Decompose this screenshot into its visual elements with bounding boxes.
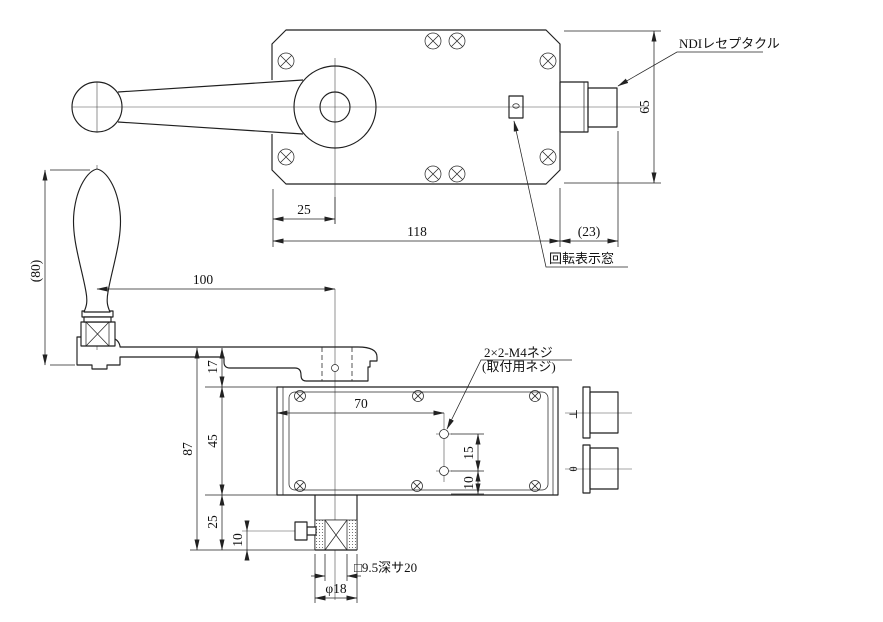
square-hole-label: □9.5深サ20 [354, 560, 417, 575]
top-view: NDIレセプタクル 回転表示窓 25 118 (23) [71, 29, 780, 268]
clamp-screw [242, 521, 317, 541]
shaft-diameter-label: φ18 [325, 581, 347, 596]
arm-screw-hole [331, 364, 339, 372]
rotation-window-label: 回転表示窓 [549, 251, 614, 266]
dim-total-height: 87 [180, 347, 200, 551]
svg-text:17: 17 [205, 360, 220, 374]
ndi-receptacle-callout: NDIレセプタクル [617, 36, 780, 87]
ndi-connector [559, 81, 618, 133]
rotation-display-window [508, 95, 524, 119]
handle-hub [80, 310, 116, 347]
handle-grip [72, 168, 122, 313]
dim-hole-pitch: 15 [451, 433, 484, 472]
dim-hole-offset-x: 70 [276, 396, 445, 416]
dim-body-width: 65 [564, 30, 661, 184]
ndi-receptacle-label: NDIレセプタクル [679, 36, 780, 51]
svg-text:70: 70 [354, 396, 368, 411]
side-connectors: ⊥ θ [565, 386, 632, 494]
dim-connector-length: (23) [559, 131, 619, 247]
svg-text:(23): (23) [578, 224, 601, 239]
bottom-shaft [314, 495, 358, 551]
dim-crank-length: 100 [96, 272, 336, 292]
rotation-window-callout: 回転表示窓 [513, 120, 628, 268]
svg-text:(80): (80) [28, 260, 43, 283]
svg-text:87: 87 [180, 442, 195, 456]
dim-pivot-offset: 25 [272, 189, 336, 247]
dim-shaft-drop: 25 [190, 494, 315, 551]
svg-text:10: 10 [230, 533, 245, 547]
svg-text:15: 15 [461, 446, 476, 460]
dim-body-height: 45 [205, 386, 277, 496]
stage-body-front [276, 386, 559, 496]
svg-text:100: 100 [193, 272, 214, 287]
front-view: ⊥ θ 2×2-M4ネジ (取付用ネジ) [28, 165, 632, 603]
lever-boss-bore [319, 91, 351, 123]
dim-arm-height: 17 [205, 347, 277, 388]
dim-clamp-screw-offset: 10 [230, 520, 250, 561]
mount-screw-label-line2: (取付用ネジ) [482, 359, 556, 374]
dim-handle-length: (80) [28, 169, 90, 366]
axis-label-theta: θ [568, 466, 580, 471]
dim-shaft-diameter: φ18 [314, 554, 358, 603]
mount-screw-callout: 2×2-M4ネジ (取付用ネジ) [446, 345, 572, 430]
dim-body-length: 118 [272, 188, 561, 247]
dim-hole-bottom-offset: 10 [451, 470, 484, 495]
crank-arm-profile [76, 336, 378, 382]
svg-text:45: 45 [205, 434, 220, 448]
svg-text:65: 65 [637, 100, 652, 114]
axis-label-top: ⊥ [568, 409, 580, 419]
dim-square-hole: □9.5深サ20 [311, 554, 417, 581]
lever-knob [71, 81, 123, 133]
lever-arm-bottom-edge [117, 121, 304, 135]
lever-boss [293, 65, 377, 149]
lever-arm-top-edge [117, 79, 304, 93]
svg-text:25: 25 [205, 515, 220, 529]
svg-text:25: 25 [297, 202, 311, 217]
mounting-holes [436, 413, 452, 482]
svg-text:118: 118 [407, 224, 427, 239]
svg-text:10: 10 [461, 476, 476, 490]
mount-screw-label-line1: 2×2-M4ネジ [484, 345, 553, 360]
